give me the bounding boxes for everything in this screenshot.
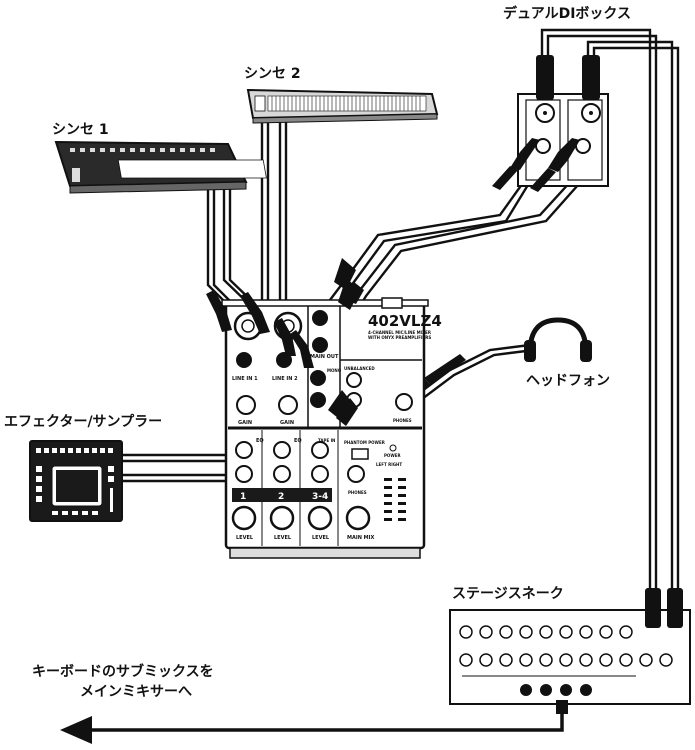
label-output-line-2: メインミキサーへ <box>80 684 192 700</box>
main-out-label: MAIN OUT <box>310 354 339 360</box>
main-mix-label: MAIN MIX <box>347 535 374 541</box>
ch-label-3: 3-4 <box>312 492 328 502</box>
mono-label: MONO <box>327 368 342 373</box>
level-label-2: LEVEL <box>274 535 292 541</box>
level-meter <box>384 478 406 521</box>
output-arrow <box>60 716 92 744</box>
unbalanced-label: UNBALANCED <box>344 366 375 371</box>
label-synth2: シンセ 2 <box>244 66 301 82</box>
snake-xlr-row-1 <box>459 625 633 639</box>
mixer-plugs <box>206 258 364 426</box>
mixer: 402VLZ4 4-CHANNEL MIC/LINE MIXER WITH ON… <box>221 297 442 559</box>
snake-returns <box>520 684 592 696</box>
mixer-model: 402VLZ4 <box>368 312 442 330</box>
snake-xlr-row-2 <box>459 653 673 667</box>
mixer-subtitle-1: 4-CHANNEL MIC/LINE MIXER <box>368 330 431 335</box>
line-in-2-label: LINE IN 2 <box>272 376 298 382</box>
phones-label: PHONES <box>348 490 367 495</box>
tape-in-label: TAPE IN <box>318 438 335 443</box>
eq-label-2: EQ <box>294 438 302 444</box>
level-label-1: LEVEL <box>236 535 254 541</box>
label-stage-snake: ステージスネーク <box>452 586 564 602</box>
power-label: POWER <box>384 453 401 458</box>
gain-label-2: GAIN <box>280 420 294 426</box>
level-label-3: LEVEL <box>312 535 330 541</box>
headphones <box>524 317 592 362</box>
stage-snake <box>449 588 691 714</box>
dual-di-box <box>517 55 609 187</box>
di-plugs <box>492 138 580 192</box>
eq-label-1: EQ <box>256 438 264 444</box>
effector-sampler <box>29 440 123 522</box>
label-synth1: シンセ 1 <box>52 122 109 138</box>
label-headphones: ヘッドフォン <box>526 373 610 389</box>
synth1 <box>54 140 267 194</box>
synth2 <box>246 88 439 124</box>
phantom-label: PHANTOM POWER <box>344 440 385 445</box>
di-xlr-2 <box>581 55 601 123</box>
label-di-box: デュアルDIボックス <box>503 5 631 22</box>
line-in-1-label: LINE IN 1 <box>232 376 258 382</box>
label-output-line-1: キーボードのサブミックスを <box>32 663 214 680</box>
ch-label-1: 1 <box>240 492 246 502</box>
left-right-label: LEFT RIGHT <box>376 462 402 467</box>
label-effector: エフェクター/サンプラー <box>4 414 162 430</box>
di-xlr-1 <box>535 55 555 123</box>
gain-label-1: GAIN <box>238 420 252 426</box>
mixer-subtitle-2: WITH ONYX PREAMPLIFIERS <box>368 335 431 340</box>
ch-label-2: 2 <box>278 492 284 502</box>
synth2-keys <box>271 96 421 111</box>
phones-label-top: PHONES <box>393 418 412 423</box>
